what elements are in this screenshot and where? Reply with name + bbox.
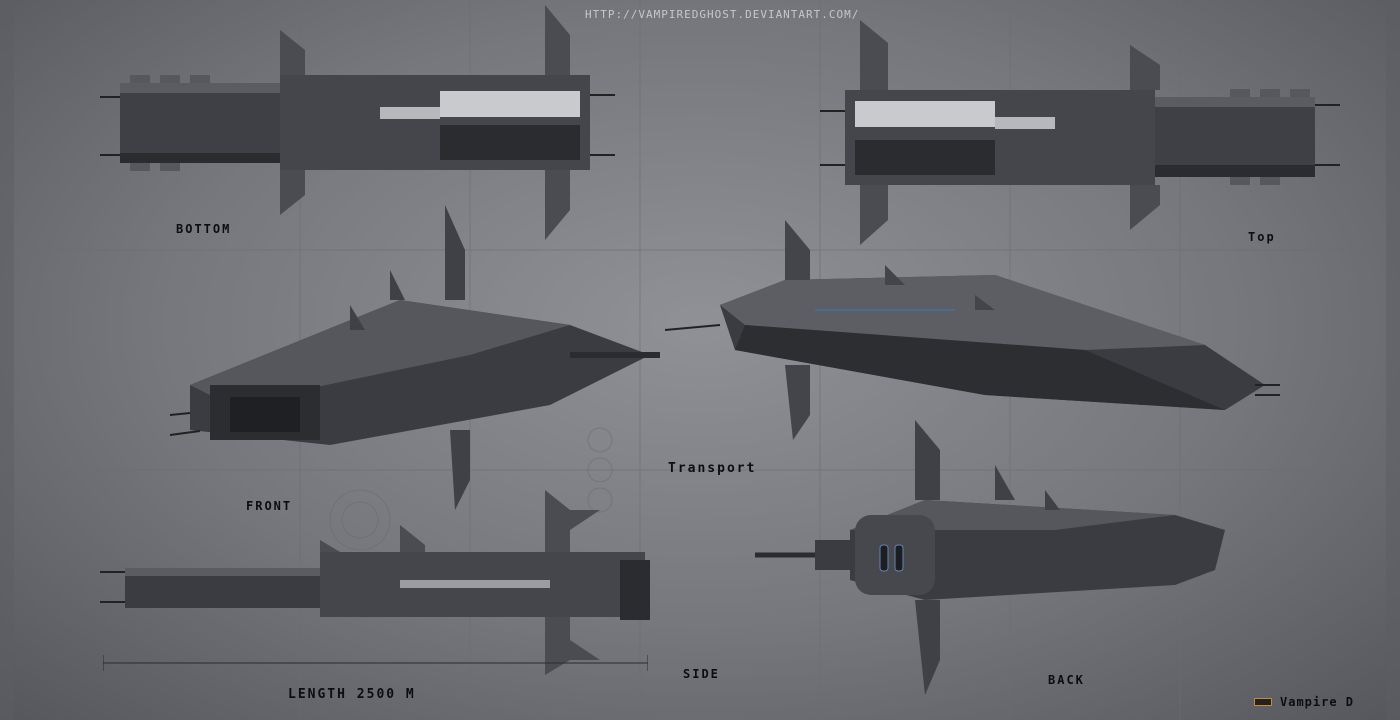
scale-bar	[103, 655, 648, 671]
label-top: Top	[1248, 230, 1276, 244]
label-front: FRONT	[246, 499, 293, 513]
label-side: SIDE	[683, 667, 720, 681]
scale-label: LENGTH 2500 M	[288, 687, 416, 702]
label-transport: Transport	[668, 461, 757, 476]
source-url: HTTP://VAMPIREDGHOST.DEVIANTART.COM/	[585, 8, 860, 21]
signature-text: Vampire D	[1280, 695, 1355, 709]
ship-front-view	[170, 205, 660, 510]
ship-transport-view	[665, 220, 1280, 440]
label-back: BACK	[1048, 673, 1085, 687]
signature: Vampire D	[1254, 695, 1354, 709]
ship-bottom-view	[100, 5, 615, 240]
label-bottom: BOTTOM	[176, 222, 232, 236]
signature-mark-icon	[1254, 698, 1272, 706]
ship-back-view	[755, 420, 1225, 695]
ship-side-view	[100, 490, 650, 675]
ship-top-view	[820, 20, 1340, 245]
